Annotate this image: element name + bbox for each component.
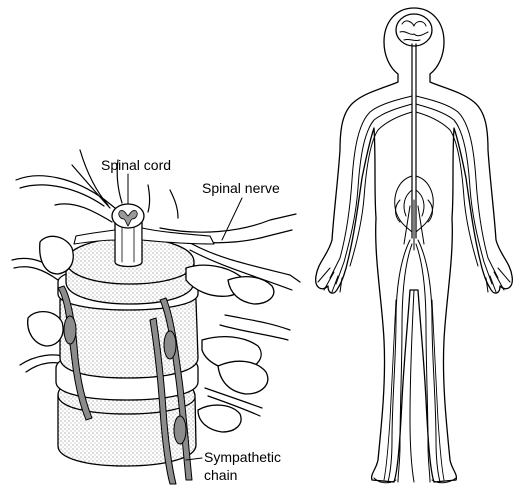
spinal-cord-segment [112, 204, 144, 267]
label-spinal-cord: Spinal cord [101, 157, 171, 173]
label-sympathetic-chain-line2: chain [204, 467, 237, 483]
label-spinal-nerve: Spinal nerve [202, 180, 280, 196]
vertebral-column-illustration [12, 150, 300, 484]
hands [318, 268, 510, 292]
lumbar-plexus [395, 176, 433, 250]
leg-nerves [388, 240, 440, 482]
human-body-nervous-system [316, 8, 513, 483]
label-sympathetic-chain-line1: Sympathetic [204, 449, 281, 465]
arm-nerves [330, 96, 498, 284]
brain [396, 14, 432, 46]
